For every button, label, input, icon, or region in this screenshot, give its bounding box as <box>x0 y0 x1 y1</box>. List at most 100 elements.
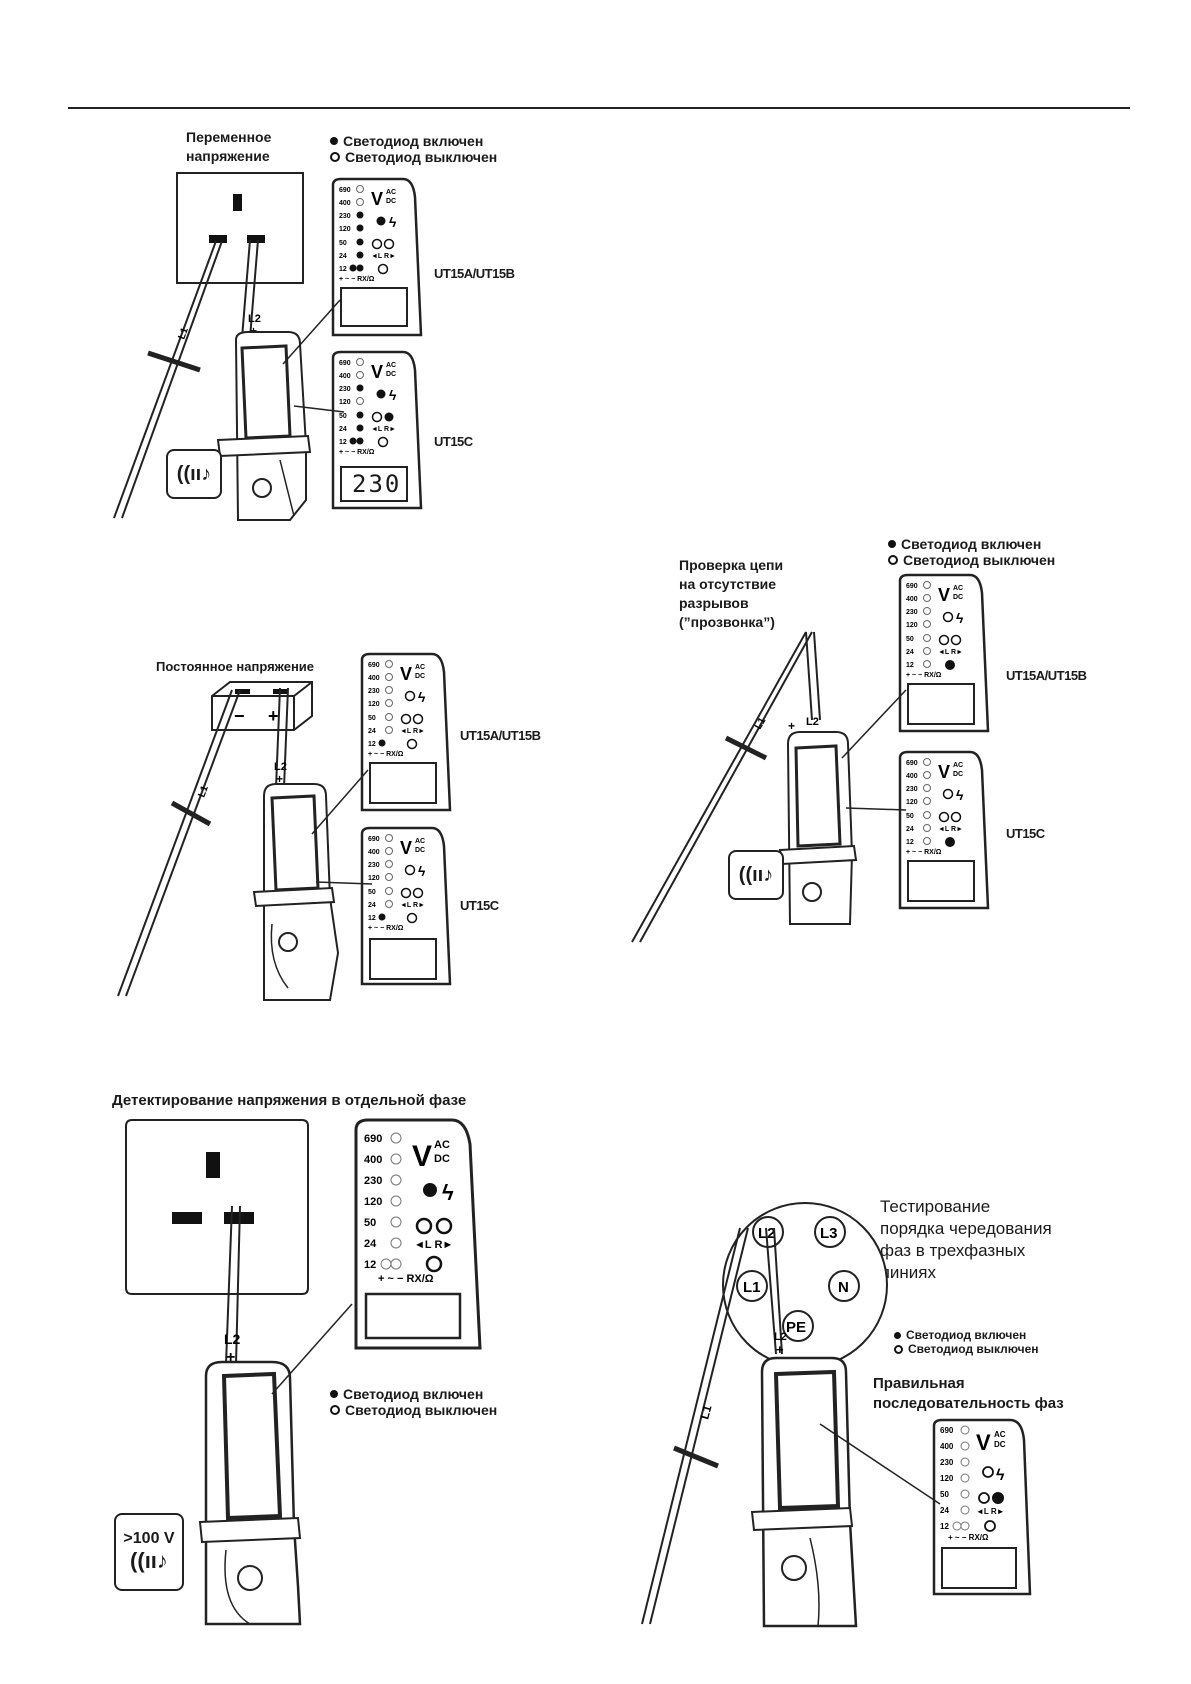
svg-text:400: 400 <box>906 773 918 780</box>
svg-text:24: 24 <box>906 649 914 656</box>
dc-title: Постоянное напряжение <box>156 659 315 674</box>
svg-text:+: + <box>788 719 795 733</box>
svg-text:12: 12 <box>339 439 347 446</box>
svg-text:ϟ: ϟ <box>389 387 397 403</box>
dc-l1-probe: L1 <box>117 689 241 997</box>
led-on-dot-icon <box>894 1331 901 1339</box>
svg-text:24: 24 <box>368 728 376 735</box>
three-phase-title: Тестирование порядка чередования фаз в т… <box>880 1196 1052 1284</box>
svg-text:ϟ: ϟ <box>956 787 964 803</box>
three-title-line2: порядка чередования <box>880 1219 1052 1238</box>
svg-text:120: 120 <box>339 226 351 233</box>
svg-text:120: 120 <box>906 622 918 629</box>
svg-text:DC: DC <box>953 771 963 778</box>
dc-minus: − <box>234 706 245 726</box>
svg-text:◄L R►: ◄L R► <box>371 253 396 260</box>
cont-title-line3: разрывов <box>679 595 749 611</box>
svg-text:+: + <box>226 1349 235 1366</box>
svg-text:AC: AC <box>415 838 425 845</box>
header-rule <box>68 107 1130 109</box>
svg-text:120: 120 <box>368 701 380 708</box>
ac-model-ab: UT15A/UT15B <box>434 266 515 281</box>
svg-text:400: 400 <box>364 1154 382 1166</box>
legend-on-label: Светодиод включен <box>343 133 484 149</box>
svg-text:24: 24 <box>339 253 347 260</box>
svg-text:120: 120 <box>368 875 380 882</box>
three-title-line3: фаз в трехфазных <box>880 1241 1026 1260</box>
svg-text:AC: AC <box>953 762 963 769</box>
svg-text:690: 690 <box>339 187 351 194</box>
buzzer-sound-icon: ((ıı♪ <box>176 462 212 485</box>
svg-text:+ ~ − RX/Ω: + ~ − RX/Ω <box>339 276 375 283</box>
svg-text:V: V <box>938 585 950 605</box>
svg-text:12: 12 <box>364 1259 376 1271</box>
svg-text:+ ~ − RX/Ω: + ~ − RX/Ω <box>948 1533 989 1542</box>
dc-model-c: UT15C <box>460 898 499 913</box>
cont-buzzer-badge: ((ıı♪ <box>728 850 784 900</box>
svg-text:DC: DC <box>953 594 963 601</box>
ac-l1-label: L1 <box>176 326 190 341</box>
svg-text:230: 230 <box>339 386 351 393</box>
svg-text:ϟ: ϟ <box>956 610 964 626</box>
svg-text:400: 400 <box>906 596 918 603</box>
svg-text:50: 50 <box>906 636 914 643</box>
ac-l1-probe: L1 <box>113 240 223 519</box>
buzzer-sound-icon: ((ıı♪ <box>738 863 774 886</box>
cont-title-line4: (”прозвонка”) <box>679 614 775 630</box>
legend-on-label: Светодиод включен <box>901 536 1042 552</box>
ac-title-line1: Переменное <box>186 129 272 145</box>
three-legend: Светодиод включен Светодиод выключен <box>894 1328 1039 1356</box>
cont-probes: L1 L2 <box>631 631 821 943</box>
svg-text:50: 50 <box>906 813 914 820</box>
svg-text:ϟ: ϟ <box>418 689 426 705</box>
svg-text:L2: L2 <box>806 716 819 728</box>
legend-on-label: Светодиод включен <box>906 1328 1027 1342</box>
three-title-line4: линиях <box>880 1263 937 1282</box>
svg-text:L1: L1 <box>753 716 769 732</box>
svg-text:120: 120 <box>364 1196 382 1208</box>
svg-text:AC: AC <box>434 1139 450 1151</box>
svg-text:◄L R►: ◄L R► <box>938 826 963 833</box>
single-buzzer-badge: >100 V ((ıı♪ <box>114 1513 184 1591</box>
three-correct-line2: последовательность фаз <box>873 1395 1064 1412</box>
svg-text:12: 12 <box>906 839 914 846</box>
led-off-dot-icon <box>894 1344 903 1354</box>
svg-text:DC: DC <box>994 1440 1006 1449</box>
svg-text:L2: L2 <box>248 313 261 325</box>
svg-text:50: 50 <box>368 889 376 896</box>
svg-text:120: 120 <box>940 1474 954 1483</box>
svg-text:V: V <box>938 762 950 782</box>
ac-tester: L2 + <box>216 239 312 521</box>
ac-display-value: 230 <box>352 470 402 498</box>
ac-legend: Светодиод включен Светодиод выключен <box>330 133 497 165</box>
svg-text:V: V <box>412 1140 432 1173</box>
led-on-dot-icon <box>330 1390 338 1398</box>
svg-text:ϟ: ϟ <box>996 1467 1005 1484</box>
svg-text:230: 230 <box>339 213 351 220</box>
svg-text:L1: L1 <box>196 784 210 799</box>
led-off-dot-icon <box>330 152 340 162</box>
svg-text:24: 24 <box>906 826 914 833</box>
svg-text:24: 24 <box>339 426 347 433</box>
svg-text:+ ~ − RX/Ω: + ~ − RX/Ω <box>339 449 375 456</box>
svg-text:AC: AC <box>386 362 396 369</box>
svg-text:DC: DC <box>386 198 396 205</box>
svg-text:V: V <box>371 189 383 209</box>
svg-text:24: 24 <box>368 902 376 909</box>
ac-model-c: UT15C <box>434 434 473 449</box>
legend-off-label: Светодиод выключен <box>345 149 498 165</box>
svg-text:230: 230 <box>368 862 380 869</box>
svg-text:L2: L2 <box>274 761 287 773</box>
svg-text:690: 690 <box>368 836 380 843</box>
svg-text:DC: DC <box>415 847 425 854</box>
three-title-line1: Тестирование <box>880 1197 991 1216</box>
three-phase-outlet: L2 L3 L1 N PE <box>722 1202 888 1368</box>
legend-off-label: Светодиод выключен <box>908 1342 1039 1356</box>
three-correct-line1: Правильная <box>873 1375 965 1392</box>
ac-buzzer-badge: ((ıı♪ <box>166 449 222 499</box>
